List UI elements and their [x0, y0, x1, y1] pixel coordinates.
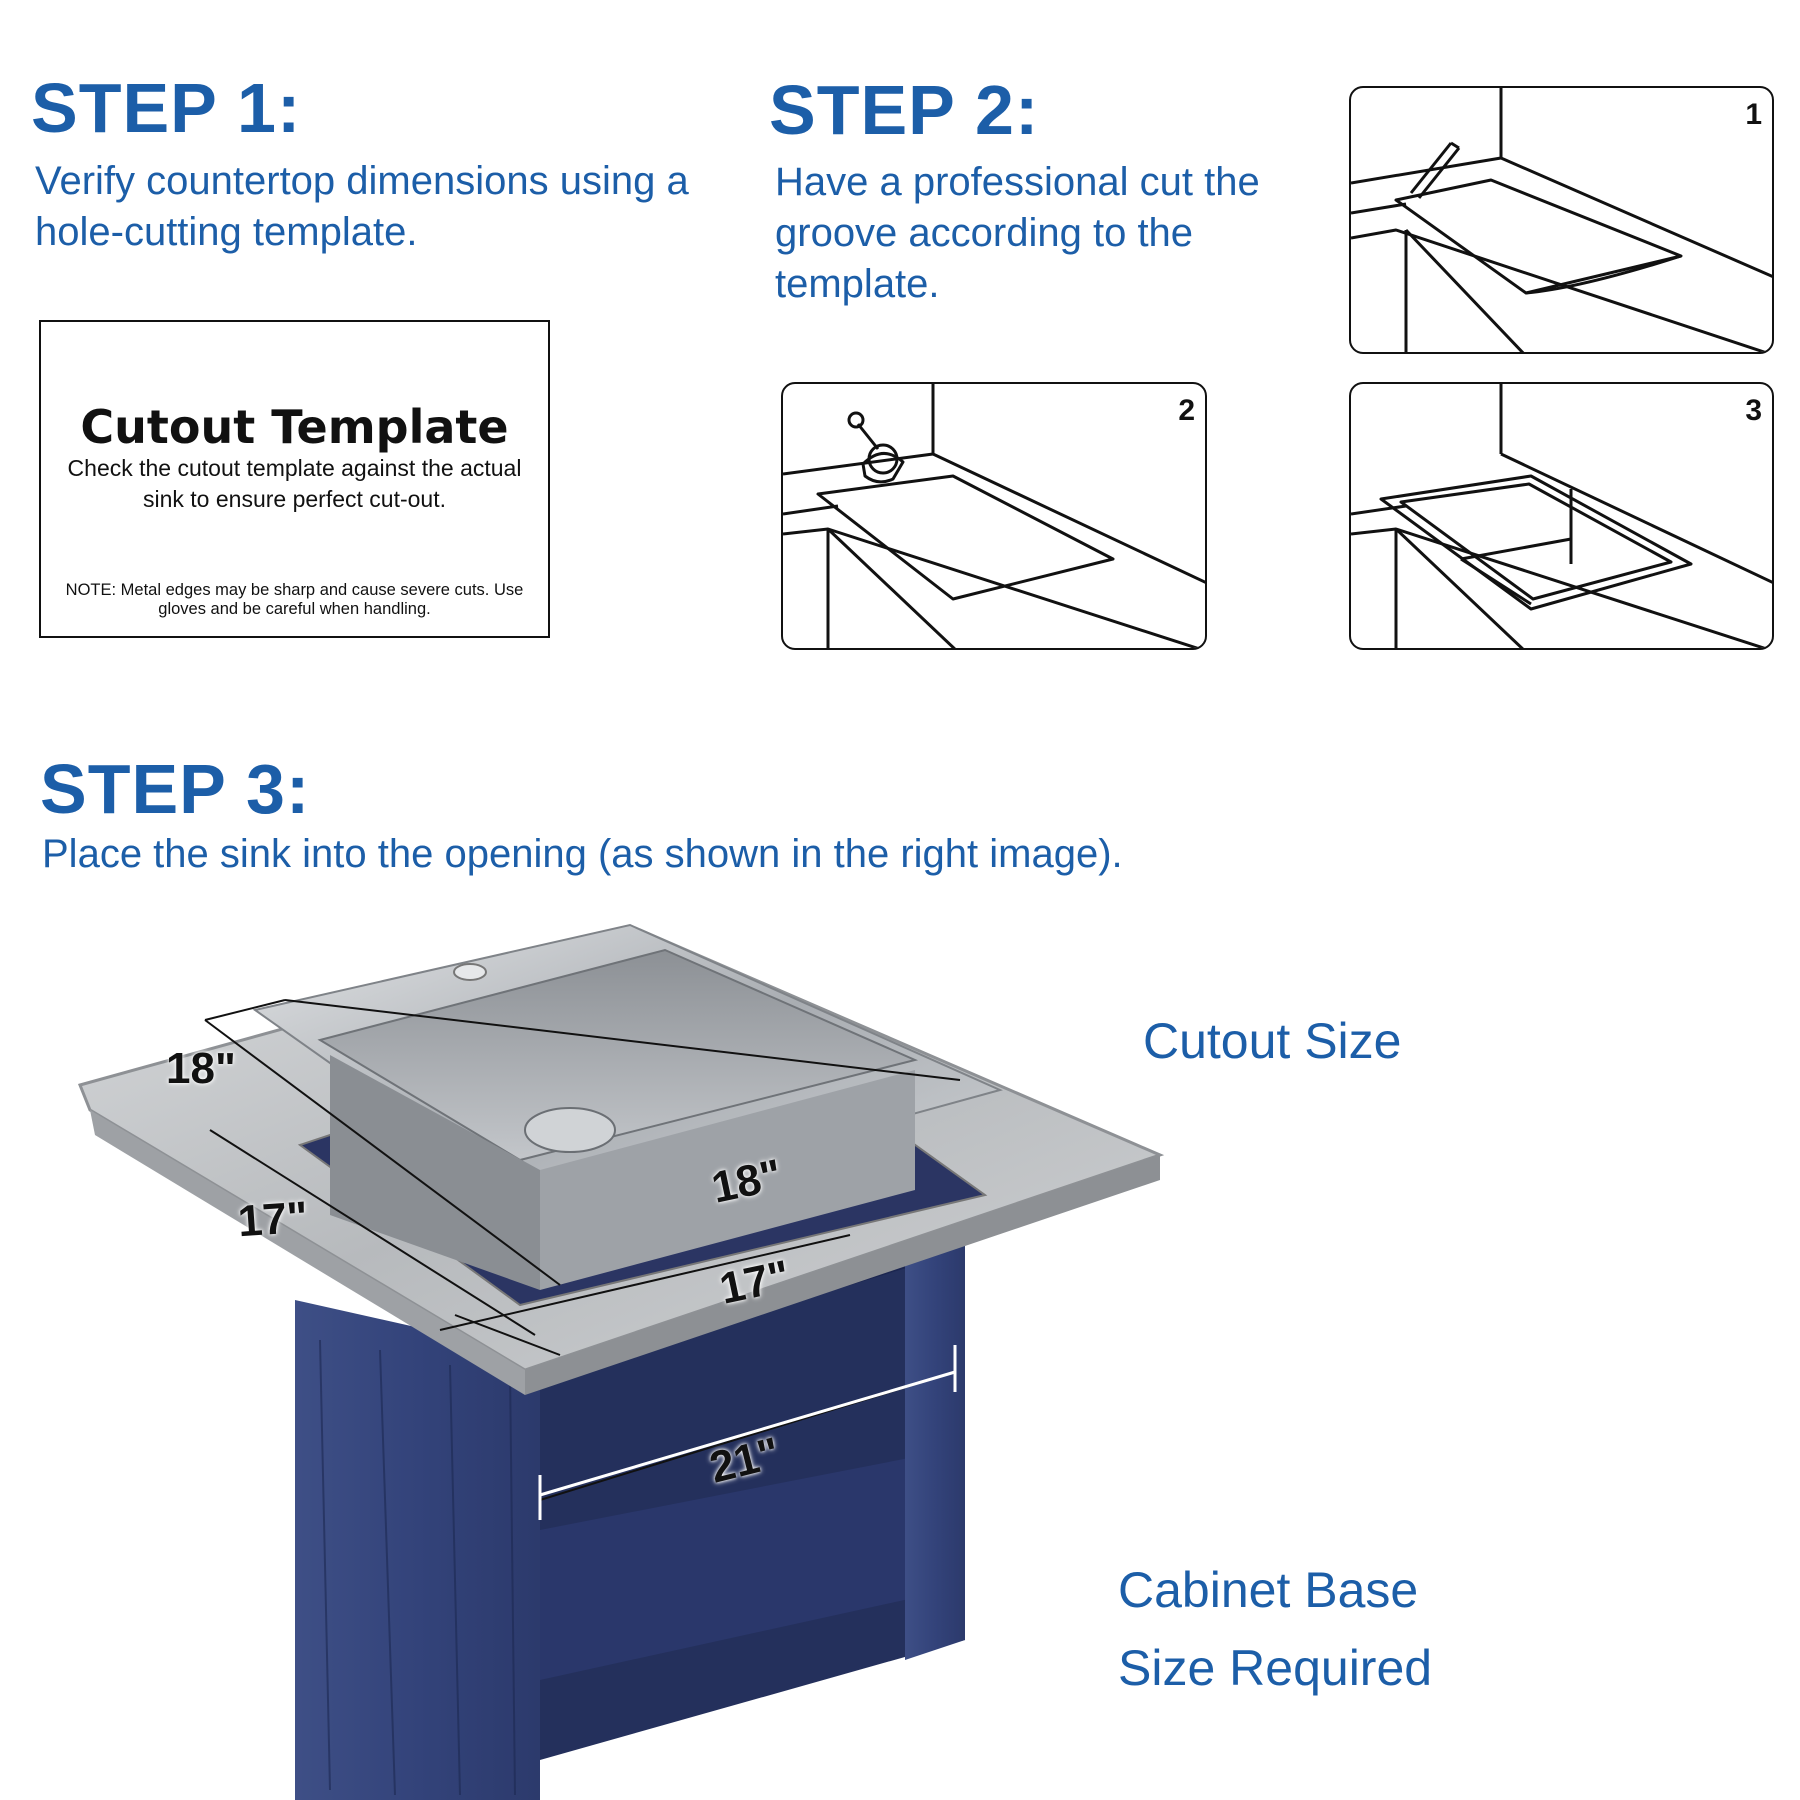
step3-heading: STEP 3:: [40, 750, 311, 828]
step2-panel-3: 3: [1349, 382, 1774, 650]
marking-illustration: [1351, 88, 1772, 352]
dimension-label-cutout-width-left: 17": [236, 1192, 310, 1247]
cutout-template-card: Cutout Template Check the cutout templat…: [39, 320, 550, 638]
step2-panel-1: 1: [1349, 86, 1774, 354]
opening-illustration: [1351, 384, 1772, 648]
template-note: NOTE: Metal edges may be sharp and cause…: [65, 581, 524, 618]
cutting-illustration: [783, 384, 1205, 648]
step1-description: Verify countertop dimensions using a hol…: [35, 159, 689, 254]
panel-number: 1: [1745, 98, 1762, 131]
cabinet-base-callout: Cabinet Base Size Required: [1118, 1562, 1433, 1696]
template-body: Check the cutout template against the ac…: [67, 455, 522, 512]
step3-description: Place the sink into the opening (as show…: [42, 832, 1123, 876]
dimension-label-cutout-depth-left: 18": [166, 1044, 236, 1093]
step2-panel-2: 2: [781, 382, 1207, 650]
step2-heading: STEP 2:: [769, 71, 1040, 149]
panel-number: 2: [1178, 394, 1195, 427]
cabinet-dimension-line: [538, 1345, 957, 1520]
cutout-size-callout: Cutout Size: [1143, 1013, 1402, 1069]
panel-number: 3: [1745, 394, 1762, 427]
step1-heading: STEP 1:: [31, 69, 302, 147]
template-title: Cutout Template: [80, 400, 509, 454]
step2-description: Have a professional cut the groove accor…: [775, 160, 1260, 306]
